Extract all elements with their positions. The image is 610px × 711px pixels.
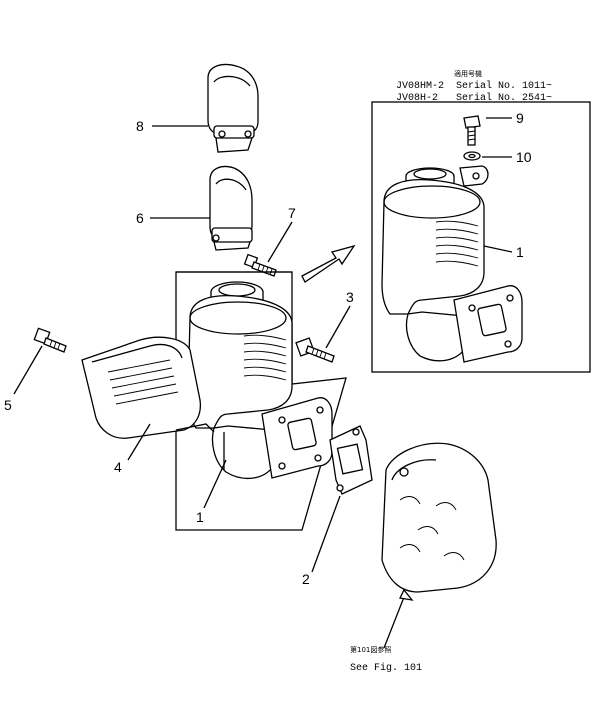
callout-5: 5: [4, 397, 12, 413]
part-2-gasket: [329, 425, 373, 495]
callout-4: 4: [114, 459, 122, 475]
serial-model-2: JV08H-2: [396, 93, 438, 104]
serial-heading-jp: 適用号機: [454, 69, 482, 78]
reference-jp-note: 第101図参照: [350, 645, 391, 654]
leader-1-inset: [483, 245, 513, 253]
part-9-bolt: [463, 115, 481, 146]
serial-model-1: JV08HM-2: [396, 81, 444, 92]
callout-3: 3: [346, 289, 354, 305]
callout-2: 2: [302, 571, 310, 587]
inset-arrow: [301, 244, 356, 283]
leader-7: [267, 221, 293, 263]
part-7-bolt: [243, 253, 277, 277]
leader-ref: [383, 591, 407, 649]
leader-3: [325, 305, 351, 349]
part-4-cover: [81, 336, 215, 439]
part-6-exhaust-cap: [209, 165, 253, 251]
part-1-muffler: [187, 281, 333, 479]
serial-number-1: Serial No. 1011~: [456, 80, 552, 92]
inset-box: [371, 101, 591, 373]
leader-ref-arrowhead: [399, 588, 414, 601]
leader-1-main: [203, 459, 227, 509]
part-5-bolt: [33, 327, 67, 353]
part-10-washer: [463, 151, 481, 161]
part-3-stud: [295, 337, 335, 363]
callout-7: 7: [288, 205, 296, 221]
callout-9: 9: [516, 110, 524, 126]
callout-1-inset: 1: [516, 244, 524, 260]
reference-en-note: See Fig. 101: [350, 662, 422, 674]
callout-1-main: 1: [196, 509, 204, 525]
serial-number-2: Serial No. 2541~: [456, 92, 552, 104]
callout-10: 10: [516, 149, 532, 165]
part-8-rain-cap: [207, 63, 259, 153]
callout-6: 6: [136, 210, 144, 226]
callout-8: 8: [136, 118, 144, 134]
part-1-inset-muffler: [381, 165, 523, 363]
leader-5: [13, 345, 43, 395]
leader-4: [127, 423, 151, 461]
turbo-housing: [381, 442, 497, 593]
leader-2: [311, 495, 341, 573]
